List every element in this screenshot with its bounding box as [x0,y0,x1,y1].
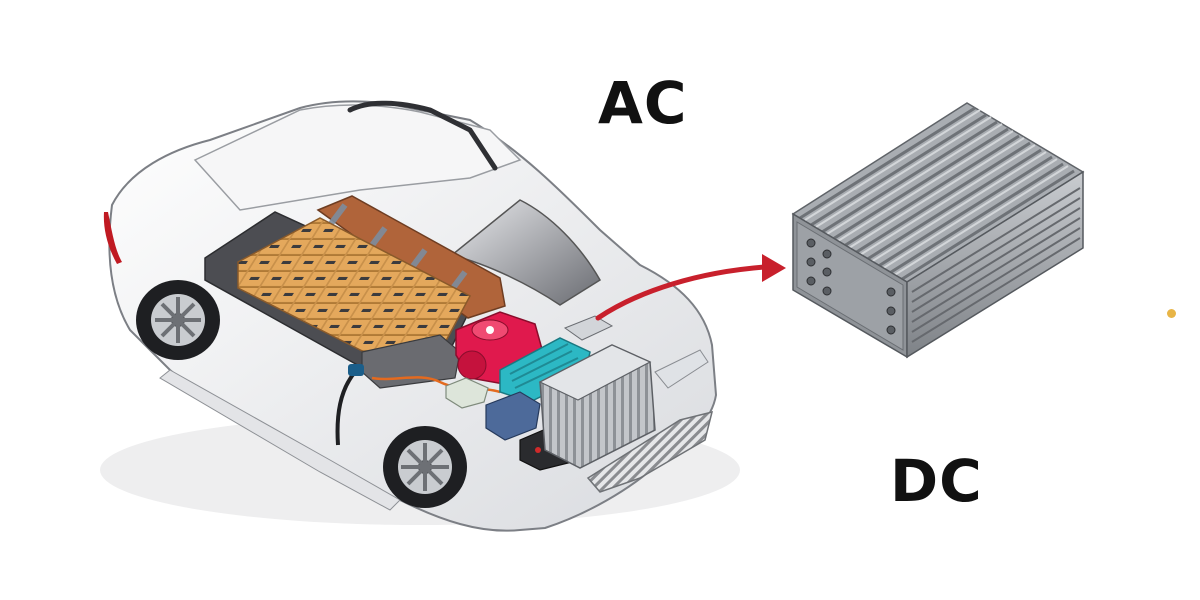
converter-fins [799,106,1075,283]
onboard-charger-icon [538,315,656,469]
front-grille [586,410,714,493]
charging-cable [335,370,357,446]
side-sill [159,369,401,511]
dc-converter-box-icon [791,102,1085,359]
accent-dot [1167,309,1176,318]
flow-arrow-icon [595,254,786,321]
roof-rail [347,100,498,171]
dc-label: DC [890,447,983,515]
cooling-unit-icon [499,337,591,403]
converter-connectors [806,238,896,335]
converter-side-fins [911,187,1081,343]
windshield [450,199,602,306]
junction-box [445,377,489,409]
auxiliary-battery-blue [485,391,541,441]
ev-cutaway-car-icon [100,100,740,532]
rear-light [103,212,122,264]
converter-side-face [906,170,1084,359]
front-wheel [383,426,467,508]
ac-label: AC [598,69,688,137]
rear-wheel [136,280,220,360]
headlight [654,349,709,389]
charging-plug-icon [348,364,364,376]
